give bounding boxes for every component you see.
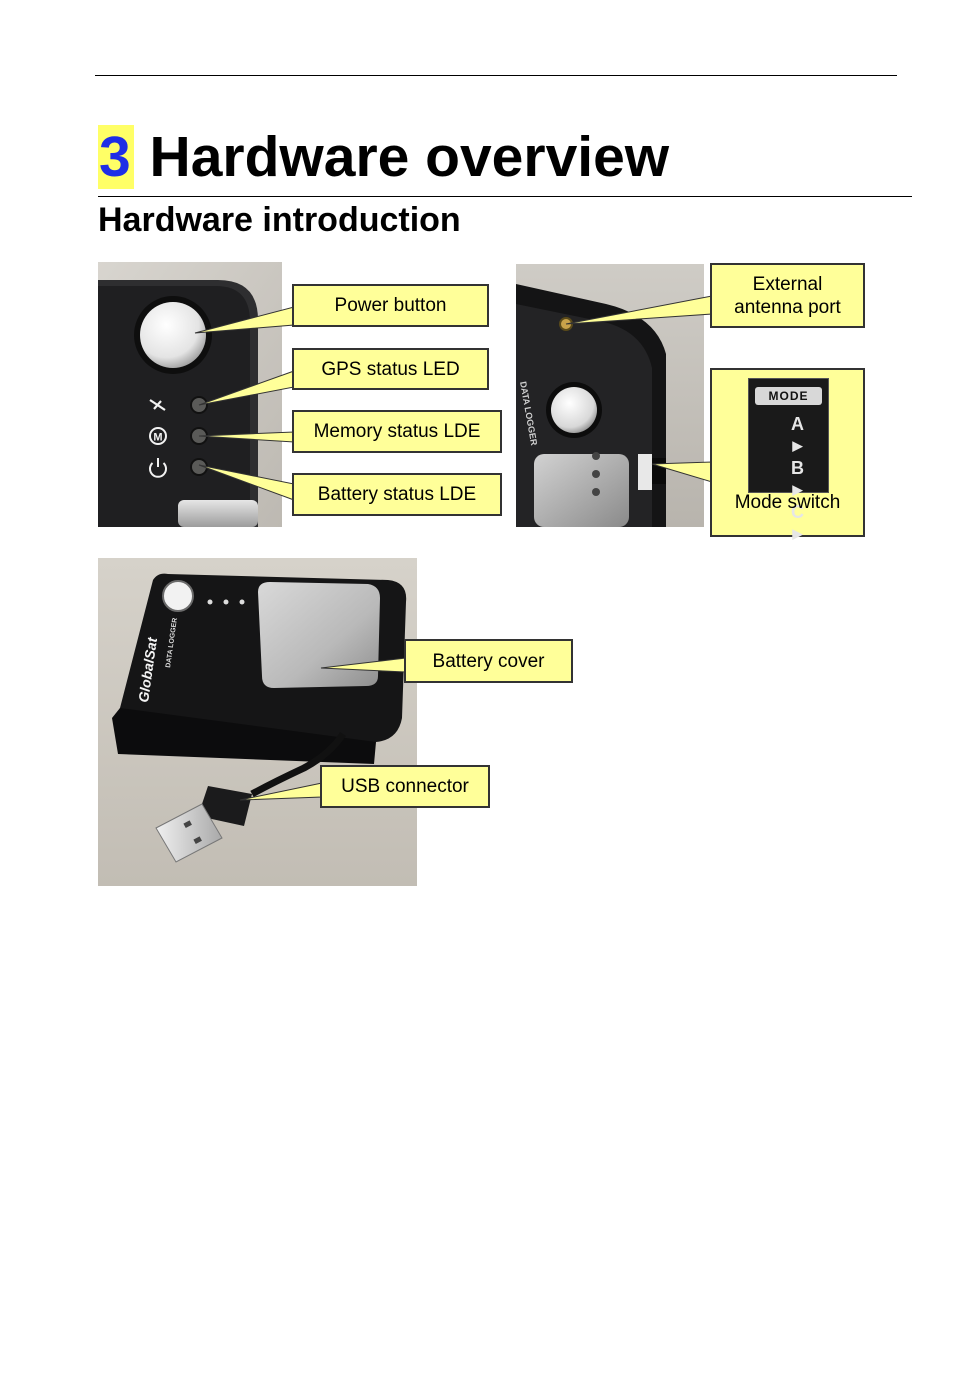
power-icon [149, 458, 167, 478]
satellite-icon [149, 399, 166, 411]
section-heading: Hardware introduction [98, 201, 461, 239]
chapter-title: Hardware overview [149, 125, 670, 189]
callout-battery-led: Battery status LDE [292, 473, 502, 516]
device-photo: GlobalSat DATA LOGGER [98, 558, 417, 886]
front-panel-photo: M [98, 262, 282, 527]
mode-label: MODE [755, 387, 822, 405]
callout-gps-led-label: GPS status LED [321, 358, 460, 380]
callout-mode-switch-label: Mode switch [734, 492, 841, 513]
header-rule [95, 75, 897, 76]
callout-mode-switch: MODE A ▶ B ▶ C ▶ Mode switch [710, 368, 865, 541]
callout-memory-led: Memory status LDE [292, 410, 502, 453]
arrow-right-icon: ▶ [792, 482, 803, 497]
chapter-number: 3 [98, 125, 134, 189]
mode-position-c: C ▶ [767, 501, 828, 545]
callout-power-button-label: Power button [334, 295, 447, 316]
arrow-right-icon: ▶ [792, 526, 803, 541]
callout-battery-cover: Battery cover [404, 639, 573, 683]
callout-external-antenna-line1: External [752, 273, 823, 295]
memory-m-icon: M [149, 427, 167, 445]
side-view-photo: DATA LOGGER [516, 264, 704, 527]
callout-gps-led: GPS status LED [292, 348, 489, 390]
callout-power-button: Power button [292, 284, 489, 327]
callout-usb-connector: USB connector [320, 765, 490, 808]
mode-position-b: B ▶ [767, 457, 828, 501]
chapter-heading: 3 Hardware overview [98, 120, 669, 194]
chapter-rule [98, 196, 912, 197]
mode-position-list: A ▶ B ▶ C ▶ [767, 413, 828, 545]
callout-external-antenna: External antenna port [710, 263, 865, 328]
arrow-right-icon: ▶ [792, 438, 803, 453]
callout-battery-cover-label: Battery cover [432, 650, 545, 672]
mode-switch-panel: MODE A ▶ B ▶ C ▶ [748, 378, 829, 541]
callout-battery-led-label: Battery status LDE [317, 484, 477, 505]
mode-position-a: A ▶ [767, 413, 828, 457]
callout-external-antenna-line2: antenna port [734, 296, 841, 318]
callout-memory-led-label: Memory status LDE [313, 421, 481, 442]
callout-usb-connector-label: USB connector [341, 776, 469, 797]
svg-text:M: M [153, 432, 162, 444]
